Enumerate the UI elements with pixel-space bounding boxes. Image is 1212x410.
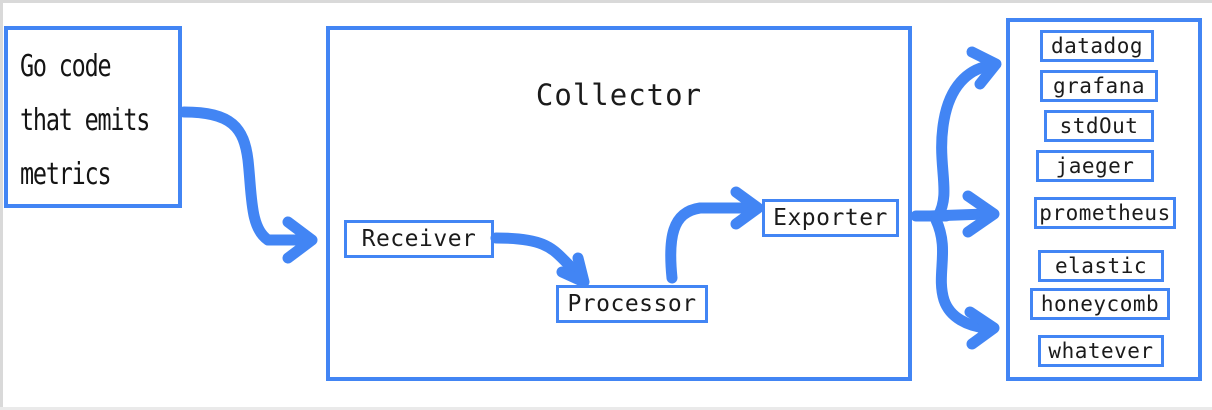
arrow-fanout-middle-head [962,190,1000,238]
arrow-source-to-receiver [178,106,311,246]
arrow-fanout-middle [924,208,992,222]
backend-item-elastic: elastic [1038,250,1164,282]
collector-title: Collector [535,78,703,112]
arrow-fanout-up [932,60,994,222]
source-line-3: metrics [20,157,112,192]
backend-item-stdout: stdOut [1044,110,1154,142]
backend-label: elastic [1054,254,1147,278]
backend-item-whatever: whatever [1038,335,1164,367]
backend-label: prometheus [1039,201,1171,225]
backend-label: stdOut [1059,114,1139,138]
backend-item-grafana: grafana [1040,70,1158,102]
arrow-fanout-down [930,214,992,334]
receiver-box: Receiver [344,220,494,258]
page-edge-left [0,0,3,410]
backend-label: datadog [1050,34,1143,58]
backend-item-prometheus: prometheus [1034,197,1176,229]
receiver-label: Receiver [361,226,477,252]
backend-item-datadog: datadog [1040,30,1154,62]
backend-label: whatever [1048,339,1154,363]
exporter-box: Exporter [762,199,899,237]
arrow-source-to-receiver-head [282,216,318,264]
processor-label: Processor [567,291,697,317]
page-edge-bottom [0,407,1212,410]
source-line-2: that emits [20,103,150,138]
backend-item-honeycomb: honeycomb [1030,288,1170,320]
exporter-label: Exporter [773,205,888,231]
arrow-fanout-up-head [966,46,1002,90]
backend-label: grafana [1052,74,1145,98]
processor-box: Processor [556,285,708,323]
source-line-1: Go code [20,49,112,84]
go-code-source-box: Go code that emits metrics [4,26,182,208]
backend-item-jaeger: jaeger [1036,150,1154,182]
arrow-fanout-down-head [964,306,1000,350]
page-edge-top [0,0,1212,3]
backend-label: jaeger [1055,154,1135,178]
backend-label: honeycomb [1040,292,1160,316]
